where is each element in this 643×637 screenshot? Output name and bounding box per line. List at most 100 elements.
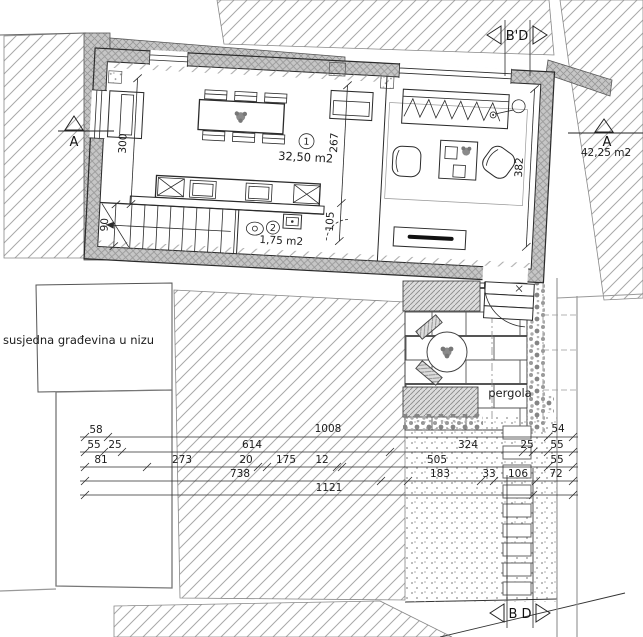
boundary-line-bottom-left <box>0 588 57 592</box>
main-building: 1 32,50 m2 2 1,75 m2 <box>83 47 556 328</box>
section-marker-top: B'D <box>486 20 548 76</box>
dim-row-3: 81 273 20 175 12 505 55 <box>80 454 578 472</box>
toilet <box>245 221 264 236</box>
garden-chair-2 <box>415 360 443 386</box>
gravel-path <box>405 278 643 637</box>
dim-58: 58 <box>89 424 102 436</box>
dim-25-l: 25 <box>108 439 121 451</box>
neighbour-building-2 <box>55 389 173 589</box>
dim-row-1: 58 1008 54 <box>80 423 578 442</box>
sideboard <box>329 89 374 122</box>
section-marker-bottom: B D <box>489 468 551 628</box>
window-west <box>89 89 107 140</box>
stepping-stone <box>502 503 532 518</box>
room1-label: 1 32,50 m2 <box>278 133 334 166</box>
stepping-stone <box>502 562 532 577</box>
dim-row-4: 738 183 33 106 72 <box>80 468 578 486</box>
stair-direction-arrow <box>105 221 115 229</box>
dim-55-l: 55 <box>87 439 100 451</box>
living-room <box>384 88 528 251</box>
dim-273: 273 <box>172 454 192 466</box>
terrain-top <box>216 0 555 56</box>
section-marker-left: A <box>58 115 114 150</box>
dim-72: 72 <box>549 468 562 480</box>
tv-board <box>392 226 467 251</box>
stepping-stone <box>502 445 532 460</box>
dim-738: 738 <box>230 468 250 480</box>
dimension-rows: 58 1008 54 55 25 614 324 25 55 81 273 20… <box>80 423 578 500</box>
plant-icon <box>461 146 472 156</box>
party-wall-northeast <box>545 59 613 97</box>
boundary-line-bottom-right <box>439 592 626 637</box>
section-label-right: A <box>603 135 612 150</box>
stepping-stone <box>502 581 532 596</box>
room2-number: 2 <box>270 223 277 234</box>
stepping-stone <box>502 542 532 557</box>
room1-area: 32,50 m2 <box>278 149 334 166</box>
armchair-right <box>482 145 516 179</box>
stair-walk-line <box>105 224 231 232</box>
dim-1121: 1121 <box>316 482 343 494</box>
neighbour-building-label: susjedna građevina u nizu <box>3 333 154 347</box>
dim-1008: 1008 <box>315 423 342 435</box>
interior-dimensions: 300 90 267 105 382 <box>99 74 540 251</box>
room1-number-circle <box>298 133 315 150</box>
dim-55-r3: 55 <box>550 454 563 466</box>
dim-614: 614 <box>242 439 262 451</box>
dim-55-r: 55 <box>550 439 563 451</box>
sofa <box>401 88 510 130</box>
section-triangle-icon <box>594 118 614 133</box>
dim-25-r: 25 <box>520 439 533 451</box>
dim-54: 54 <box>551 423 565 435</box>
room2-area: 1,75 m2 <box>259 234 303 248</box>
room1-number: 1 <box>303 137 310 148</box>
boundary-line-top-left <box>0 32 87 36</box>
dim-300: 300 <box>117 133 130 154</box>
toilet-detail <box>251 225 258 232</box>
section-arrow-right-icon <box>535 603 551 623</box>
partition-wall <box>376 76 388 262</box>
section-arrow-left-icon <box>486 25 502 45</box>
wall-pier-1 <box>107 70 123 84</box>
dim-33: 33 <box>482 468 495 480</box>
terrace-hatched-slab-top <box>402 280 481 312</box>
terrace-hatched-slab-bottom <box>402 386 479 418</box>
terrain-middle <box>173 289 406 601</box>
section-label-left: A <box>70 135 79 150</box>
sofa-pillows <box>403 97 501 122</box>
door-mark <box>515 285 523 292</box>
stepping-stone <box>502 464 532 479</box>
section-triangle-icon <box>64 115 84 131</box>
path-edge-line-3 <box>556 293 643 299</box>
armchair-left <box>391 145 422 178</box>
pergola-label: pergola <box>488 386 531 400</box>
hedge-patch <box>530 395 554 413</box>
dim-382: 382 <box>513 157 526 178</box>
dim-324: 324 <box>458 439 478 451</box>
exterior-step-3 <box>482 305 534 321</box>
right-area-label: 42,25 m2 <box>581 147 631 159</box>
section-arrow-left-icon <box>489 603 505 623</box>
north-wall-lining <box>107 61 390 83</box>
sink <box>282 213 303 230</box>
dim-row-2: 55 25 614 324 25 55 <box>80 439 578 457</box>
plant-icon <box>440 346 454 359</box>
dim-505: 505 <box>427 454 447 466</box>
dim-90: 90 <box>99 218 112 232</box>
dim-12: 12 <box>315 454 328 466</box>
window-north-2 <box>398 62 512 84</box>
wc-door-swing <box>325 219 350 241</box>
door-swing-arc <box>484 281 526 328</box>
section-arrow-right-icon <box>532 25 548 45</box>
section-marker-right: A 42,25 m2 <box>568 118 643 159</box>
dim-175: 175 <box>276 454 296 466</box>
entrance-door <box>482 281 535 328</box>
staircase <box>99 201 324 254</box>
coffee-table <box>438 139 479 181</box>
terrain-bottom <box>113 600 453 637</box>
wall-pier-2 <box>328 61 347 77</box>
dining-table <box>197 89 288 145</box>
dim-183: 183 <box>430 468 450 480</box>
window-north-1 <box>148 49 189 67</box>
